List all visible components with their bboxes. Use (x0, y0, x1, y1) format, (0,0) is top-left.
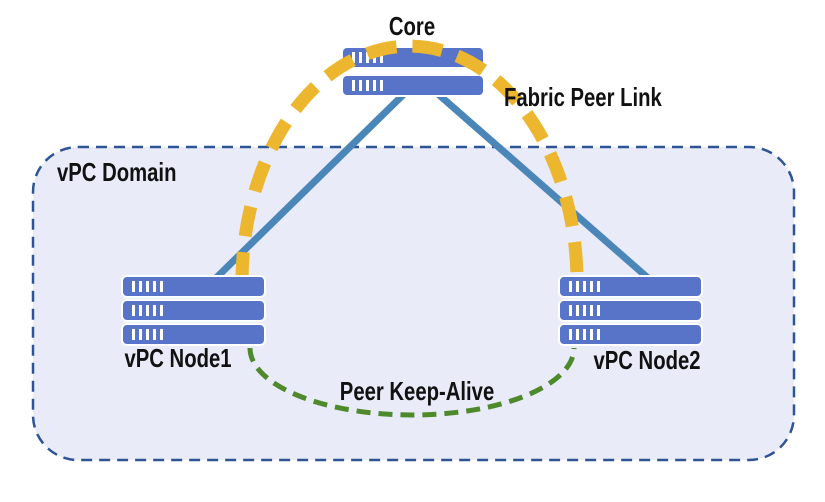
vpc-domain-label: vPC Domain (57, 157, 177, 187)
uplink-core-node1 (213, 91, 407, 281)
peer-keep-alive-label: Peer Keep-Alive (339, 376, 495, 406)
core-label: Core (388, 11, 436, 41)
fabric-peer-link-label: Fabric Peer Link (504, 82, 662, 112)
vpc-domain-region (31, 145, 796, 462)
vpc-node2-label: vPC Node2 (593, 345, 701, 375)
peer-keep-alive-link (247, 347, 577, 418)
vpc-node2-switch-icon (558, 275, 703, 346)
vpc-node1-switch-icon (121, 275, 266, 346)
uplink-core-node2 (435, 91, 651, 281)
fabric-peer-link (235, 39, 584, 283)
vpc-node1-label: vPC Node1 (124, 343, 232, 373)
